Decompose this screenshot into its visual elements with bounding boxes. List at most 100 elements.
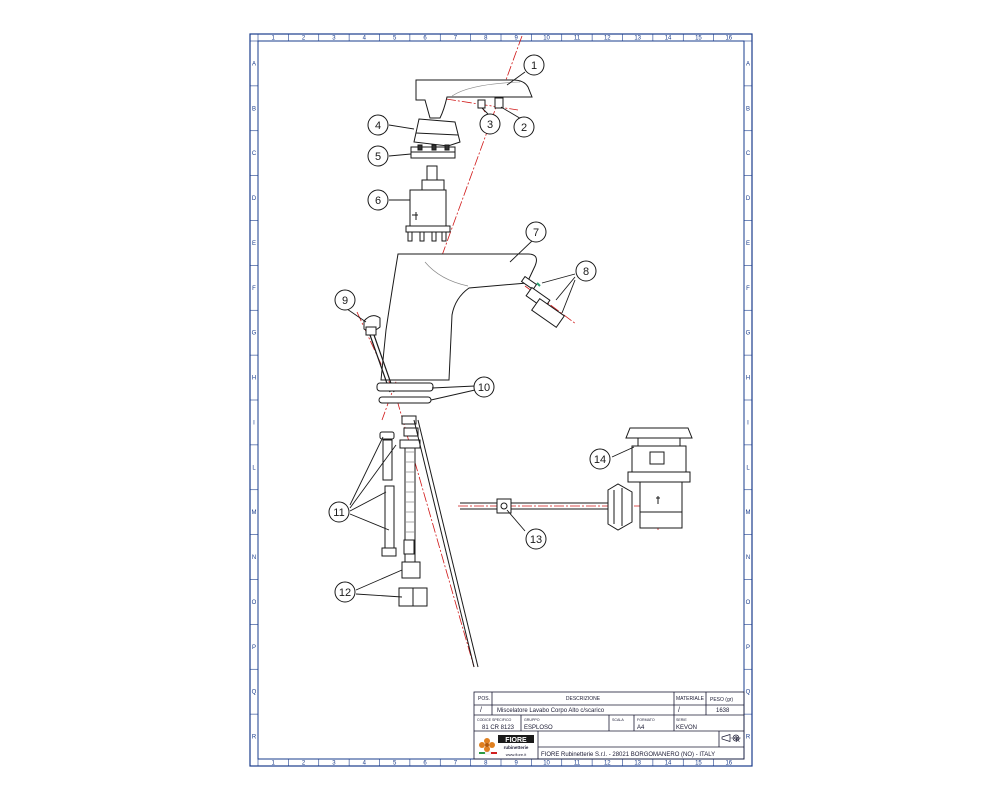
callout-label: 8 — [583, 266, 589, 278]
top-column-number: 4 — [363, 36, 367, 42]
descrizione-label: DESCRIZIONE — [566, 696, 601, 702]
callout-circle — [523, 54, 545, 76]
top-column-number: 14 — [665, 36, 672, 42]
top-column-number: 12 — [604, 36, 611, 42]
part-8-pop-up-knob — [363, 315, 395, 393]
bottom-column-number: 7 — [454, 761, 458, 767]
top-column-number: 15 — [695, 36, 702, 42]
materiale-value: / — [678, 707, 680, 714]
part-12-aerator — [520, 275, 565, 329]
codice-label: CODICE SPECIFICO — [477, 718, 512, 722]
left-row-letter: O — [252, 600, 257, 606]
left-row-letter: M — [252, 510, 257, 516]
left-row-letter: L — [252, 465, 256, 471]
callout-label: 4 — [375, 120, 381, 132]
formato-label: FORMATO — [637, 718, 655, 722]
callout-label: 7 — [533, 227, 539, 239]
bottom-column-number: 16 — [725, 761, 732, 767]
left-row-letter: A — [252, 61, 256, 67]
callout-circle — [334, 581, 356, 603]
callout-circle — [334, 289, 356, 311]
right-row-letter: B — [746, 106, 750, 112]
right-row-letter: R — [746, 735, 751, 741]
bottom-column-number: 8 — [484, 761, 488, 767]
part-14-pop-up-waste — [607, 427, 693, 531]
callout-circle — [328, 501, 350, 523]
logo-web: www.fiore.it — [506, 752, 527, 757]
title-block: POS. / DESCRIZIONE Miscelatore Lavabo Co… — [473, 691, 745, 760]
projection-symbol-icon — [721, 734, 741, 742]
bottom-column-number: 10 — [543, 761, 550, 767]
top-column-number: 16 — [725, 36, 732, 42]
callout-label: 13 — [530, 534, 542, 546]
left-row-letter: E — [252, 241, 256, 247]
callout-circle — [525, 221, 547, 243]
right-row-letter: A — [746, 61, 750, 67]
top-column-number: 9 — [515, 36, 519, 42]
gruppo-label: GRUPPO — [524, 718, 540, 722]
bottom-column-number: 2 — [302, 761, 306, 767]
callout-circle — [367, 114, 389, 136]
right-row-letter: G — [746, 331, 751, 337]
left-row-letter: F — [252, 286, 256, 292]
company-line: FIORE Rubinetterie S.r.l. - 28021 BORGOM… — [541, 752, 715, 758]
bottom-column-number: 4 — [363, 761, 367, 767]
right-row-letter: C — [746, 151, 751, 157]
ruler-ticks — [250, 34, 752, 766]
callout-circle — [367, 145, 389, 167]
right-row-letter: H — [746, 376, 750, 382]
logo-brand: FIORE — [505, 737, 527, 744]
part-6-cartridge — [405, 165, 451, 242]
left-row-letter: N — [252, 555, 256, 561]
callout-label: 2 — [521, 122, 527, 134]
callout-label: 3 — [487, 119, 493, 131]
peso-label: PESO (gr) — [710, 697, 733, 703]
pos-label: POS. — [478, 696, 490, 702]
callout-circle — [473, 376, 495, 398]
part-10-fixing-set — [379, 415, 479, 668]
right-row-letter: P — [746, 645, 750, 651]
part-1-lever-handle — [415, 79, 533, 119]
logo-brand-sub: rubinetterie — [504, 745, 529, 750]
codice-value: 81 CR 8123 — [482, 725, 515, 731]
part-13-pivot-rod — [460, 498, 608, 514]
top-column-number: 3 — [332, 36, 336, 42]
part-7-mixer-body — [380, 253, 537, 381]
top-column-number: 6 — [423, 36, 427, 42]
materiale-label: MATERIALE — [676, 696, 705, 702]
bottom-column-number: 9 — [515, 761, 519, 767]
callout-label: 9 — [342, 295, 348, 307]
right-row-letter: N — [746, 555, 750, 561]
callout-circle — [367, 189, 389, 211]
right-row-letter: F — [746, 286, 750, 292]
callout-circle — [513, 116, 535, 138]
serie-label: SERIE — [676, 718, 687, 722]
left-row-letter: P — [252, 645, 256, 651]
left-row-letter: C — [252, 151, 257, 157]
fiore-logo: FIORE rubinetterie www.fiore.it — [477, 733, 535, 757]
r-mark: R — [736, 738, 741, 744]
top-column-number: 10 — [543, 36, 550, 42]
leader-lines — [346, 71, 635, 598]
callout-label: 5 — [375, 151, 381, 163]
part-9-base-gaskets — [376, 382, 434, 404]
callout-label: 11 — [333, 507, 344, 519]
bottom-column-number: 12 — [604, 761, 611, 767]
flower-logo-icon — [479, 738, 495, 752]
callout-label: 12 — [339, 587, 351, 599]
left-row-letter: R — [252, 735, 257, 741]
right-row-letter: Q — [746, 690, 751, 696]
top-column-number: 5 — [393, 36, 397, 42]
right-row-letter: O — [746, 600, 751, 606]
part-4-cover-cap — [413, 118, 461, 147]
bottom-column-number: 6 — [423, 761, 427, 767]
left-row-letter: G — [252, 331, 257, 337]
left-row-letter: Q — [252, 690, 257, 696]
scala-label: SCALA — [612, 718, 624, 722]
right-row-letter: M — [746, 510, 751, 516]
left-row-letter: D — [252, 196, 257, 202]
bottom-column-number: 13 — [634, 761, 641, 767]
formato-value: A4 — [637, 725, 645, 731]
